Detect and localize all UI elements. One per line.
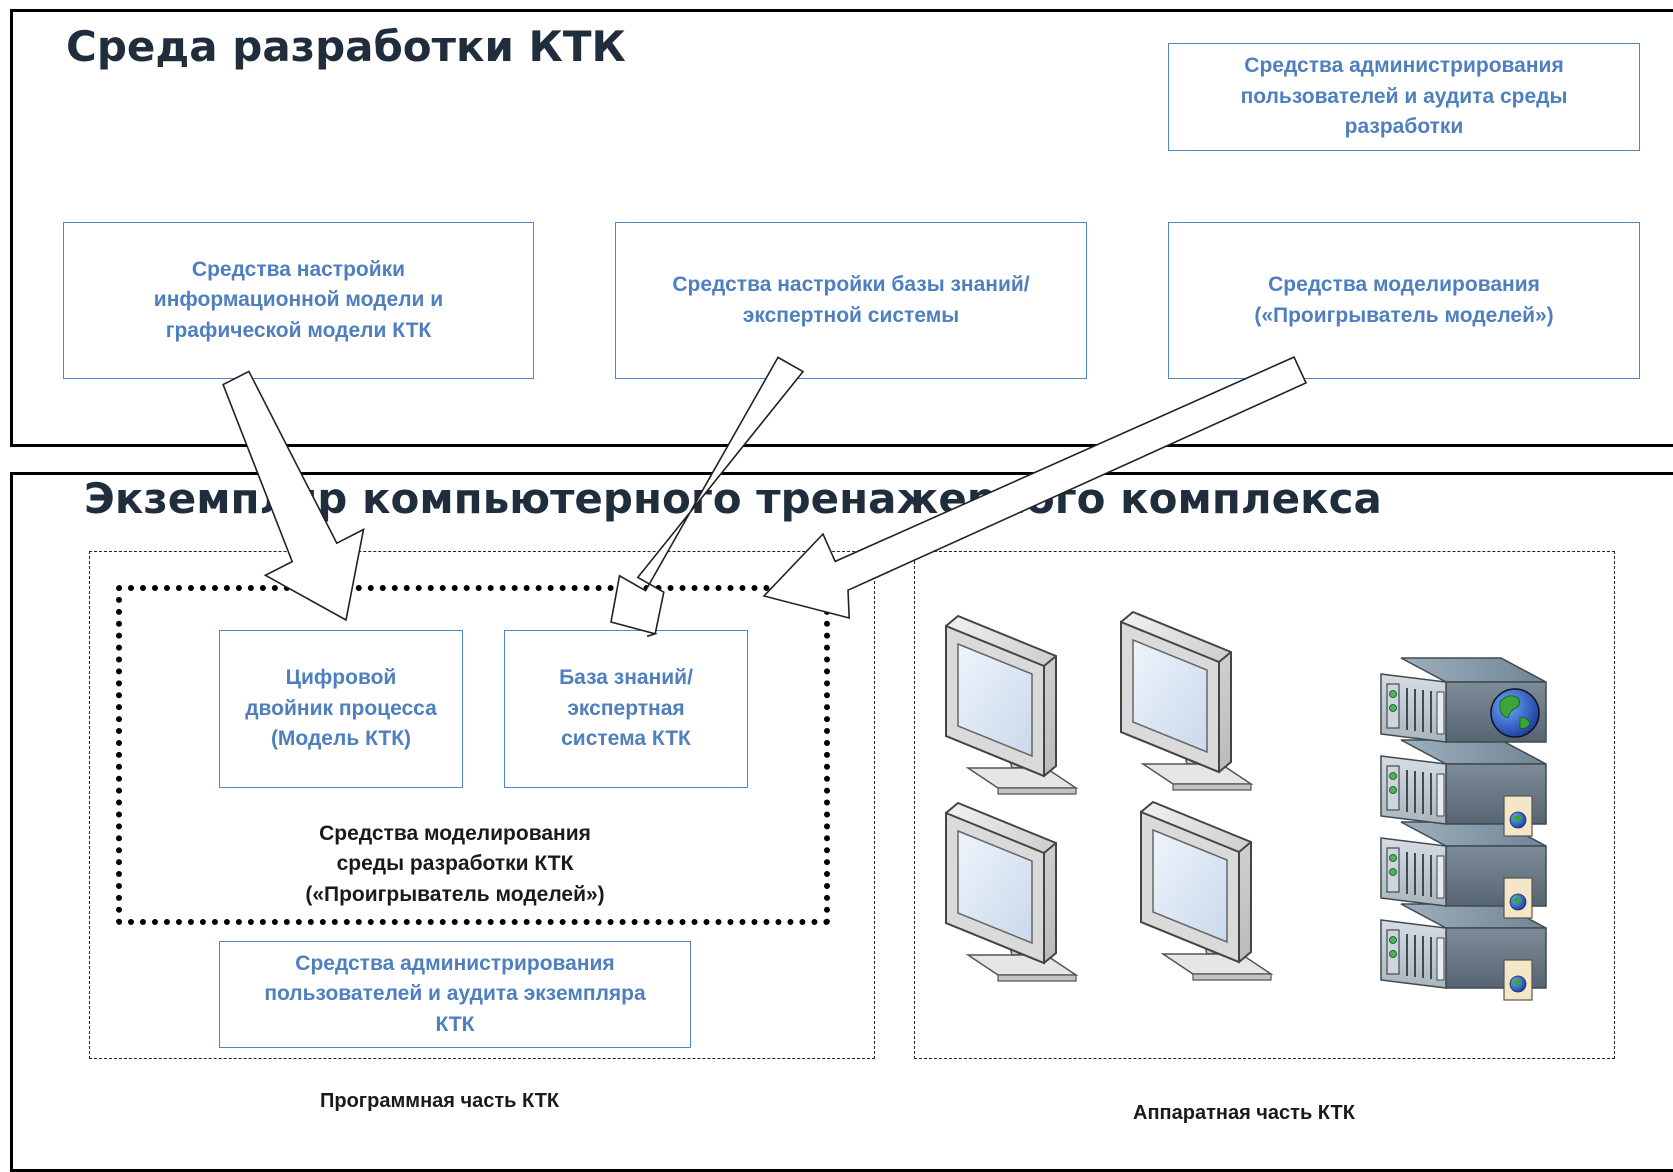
instance-modeling-label: Средства моделирования среды разработки … xyxy=(305,822,605,906)
globe-icon xyxy=(1490,688,1540,738)
hardware-part-region xyxy=(914,551,1615,1059)
dev-admin-audit-box: Средства администрирования пользователей… xyxy=(1168,43,1640,151)
workstation-monitor-icon-4 xyxy=(1140,801,1272,981)
software-part-caption: Программная часть КТК xyxy=(320,1090,560,1112)
instance-knowledge-base-box: База знаний/ экспертная система КТК xyxy=(504,630,748,788)
secure-certificate-icon-4 xyxy=(1503,959,1533,1001)
instance-knowledge-base-label: База знаний/ экспертная система КТК xyxy=(559,666,693,751)
dev-admin-audit-label: Средства администрирования пользователей… xyxy=(1240,54,1568,139)
knowledge-base-tools-box: Средства настройки базы знаний/ экспертн… xyxy=(615,222,1087,379)
dev-environment-title: Среда разработки КТК xyxy=(66,22,626,71)
workstation-monitor-icon-1 xyxy=(945,615,1077,795)
modeling-tools-label: Средства моделирования («Проигрыватель м… xyxy=(1254,273,1554,327)
dev-environment-panel xyxy=(10,9,1673,447)
knowledge-base-tools-label: Средства настройки базы знаний/ экспертн… xyxy=(672,273,1030,327)
arrow-info-model-to-twin xyxy=(222,370,365,622)
workstation-monitor-icon-3 xyxy=(945,802,1077,982)
info-model-tools-label: Средства настройки информационной модели… xyxy=(153,257,444,342)
digital-twin-label: Цифровой двойник процесса (Модель КТК) xyxy=(245,666,437,751)
modeling-tools-box: Средства моделирования («Проигрыватель м… xyxy=(1168,222,1640,379)
instance-admin-audit-box: Средства администрирования пользователей… xyxy=(219,941,691,1048)
instance-admin-audit-label: Средства администрирования пользователей… xyxy=(264,951,646,1036)
software-part-region xyxy=(89,551,875,1059)
secure-certificate-icon-2 xyxy=(1503,795,1533,837)
hardware-part-caption: Аппаратная часть КТК xyxy=(1133,1102,1355,1124)
arrow-knowledge-tools-to-kb xyxy=(610,356,805,638)
secure-certificate-icon-3 xyxy=(1503,877,1533,919)
digital-twin-box: Цифровой двойник процесса (Модель КТК) xyxy=(219,630,463,788)
arrow-modeling-tools-to-region xyxy=(762,356,1308,620)
modeling-environment-region xyxy=(116,585,830,925)
info-model-tools-box: Средства настройки информационной модели… xyxy=(63,222,534,379)
workstation-monitor-icon-2 xyxy=(1120,611,1252,791)
diagram-overlay xyxy=(222,356,1547,1001)
